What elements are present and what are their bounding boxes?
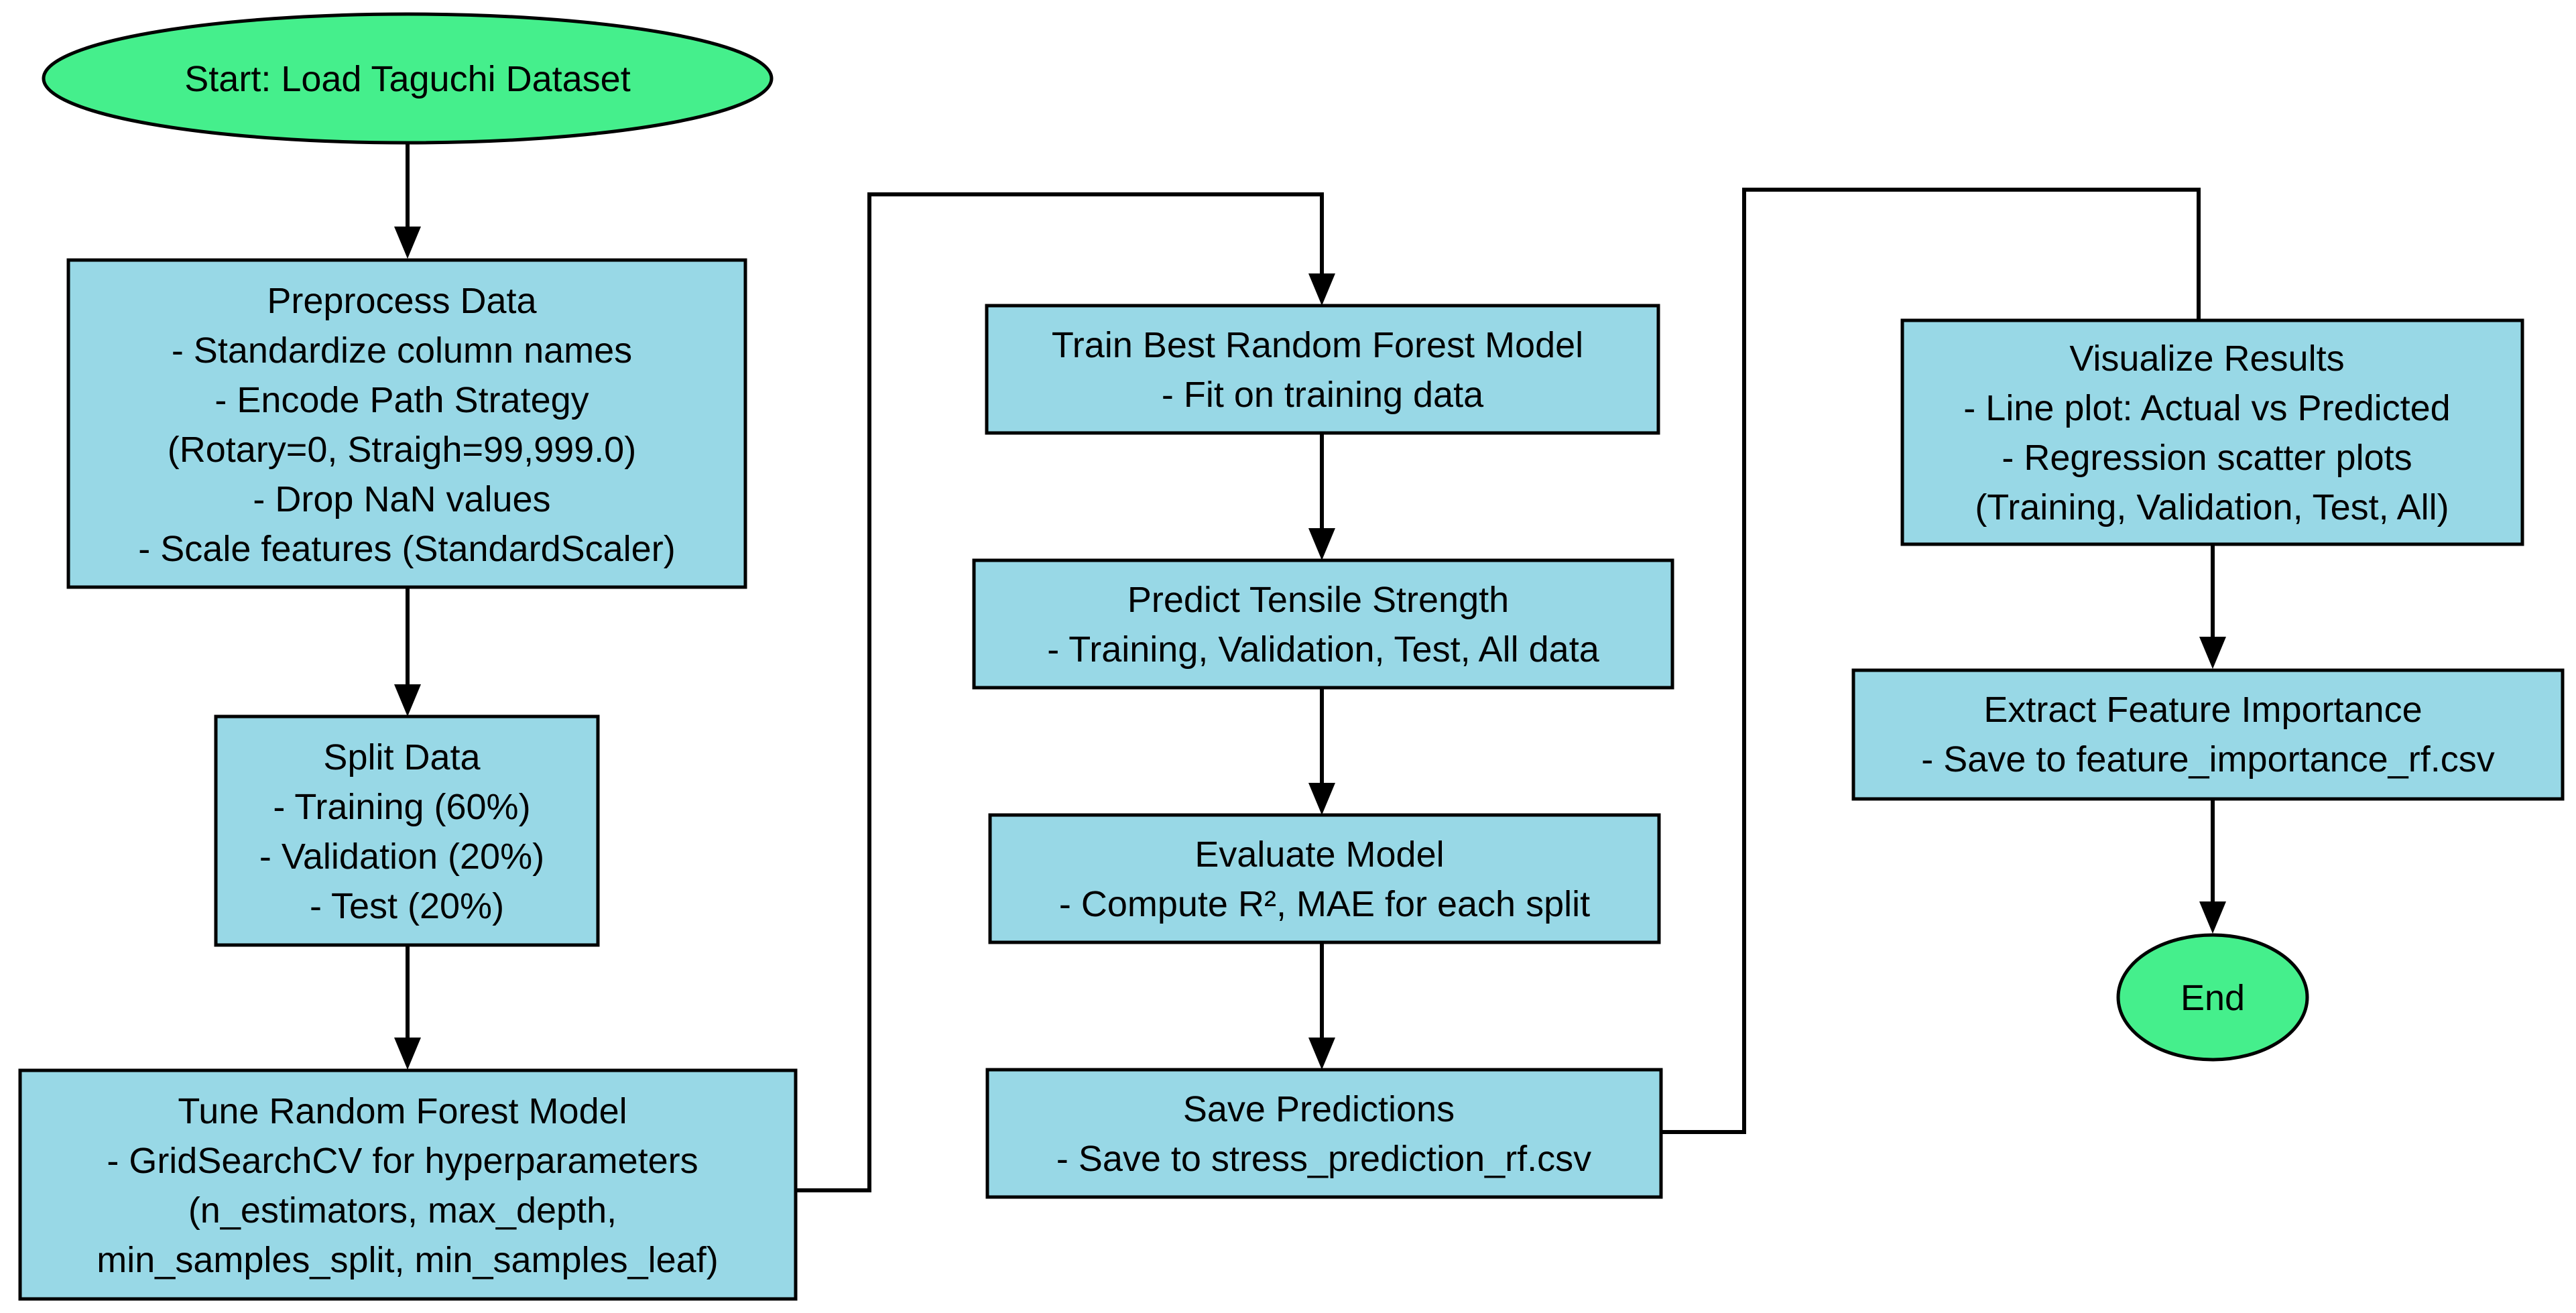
svg-text:Train Best Random Forest Model: Train Best Random Forest Model - Fit on …: [1052, 325, 1593, 415]
preprocess-line: - Encode Path Strategy: [214, 380, 589, 420]
arrowhead-save: [1308, 1038, 1335, 1070]
svg-text:Tune Random Forest Model: Tune Random Forest Model - GridSearchCV …: [97, 1091, 718, 1280]
visualize-line: - Regression scatter plots: [2002, 438, 2412, 478]
tune-line: - GridSearchCV for hyperparameters: [107, 1141, 698, 1181]
end-terminal-shape: [2116, 933, 2309, 1062]
node-split: Split Data - Training (60%) - Validation…: [214, 714, 600, 947]
svg-text:Predict Tensile Strength: Predict Tensile Strength - Training, Val…: [1047, 580, 1599, 670]
preprocess-title: Preprocess Data: [267, 281, 537, 321]
tune-title: Tune Random Forest Model: [178, 1091, 627, 1131]
train-line: - Fit on training data: [1162, 375, 1484, 415]
predict-line: - Training, Validation, Test, All data: [1047, 629, 1599, 670]
arrowhead-predict: [1308, 528, 1335, 560]
preprocess-line: - Scale features (StandardScaler): [138, 529, 675, 569]
train-title: Train Best Random Forest Model: [1052, 325, 1583, 365]
node-save: Save Predictions - Save to stress_predic…: [985, 1068, 1663, 1199]
svg-text:Extract Feature Importance: Extract Feature Importance - Save to fea…: [1921, 690, 2494, 779]
visualize-line: (Training, Validation, Test, All): [1975, 487, 2449, 527]
save-line: - Save to stress_prediction_rf.csv: [1056, 1139, 1591, 1179]
svg-text:End: End: [2181, 978, 2245, 1018]
arrowhead-tune: [394, 1038, 421, 1070]
tune-line: min_samples_split, min_samples_leaf): [97, 1240, 718, 1280]
node-extract: Extract Feature Importance - Save to fea…: [1851, 668, 2565, 801]
arrowhead-train: [1308, 273, 1335, 306]
svg-text:Preprocess Data - Standa: Preprocess Data - Standardize column nam…: [138, 281, 675, 569]
arrowhead-preprocess: [394, 227, 421, 259]
node-predict: Predict Tensile Strength - Training, Val…: [972, 558, 1674, 690]
svg-text:Evaluate Model - Compute: Evaluate Model - Compute R², MAE for eac…: [1059, 834, 1590, 924]
split-line: - Validation (20%): [259, 836, 544, 877]
start-terminal-shape: [42, 12, 774, 145]
arrowhead-split: [394, 684, 421, 716]
svg-text:Split Data - Training (6: Split Data - Training (60%) - Validation…: [259, 737, 554, 926]
save-title: Save Predictions: [1183, 1089, 1455, 1129]
arrowhead-end: [2199, 901, 2226, 934]
split-line: - Test (20%): [310, 886, 504, 926]
tune-box: [18, 1068, 798, 1301]
node-train: Train Best Random Forest Model - Fit on …: [985, 304, 1660, 435]
svg-text:Start: Load Taguchi Dataset: Start: Load Taguchi Dataset: [184, 59, 630, 99]
evaluate-box: [988, 813, 1661, 944]
end-line: End: [2181, 978, 2245, 1018]
node-visualize: Visualize Results - Line plot: Actual vs…: [1900, 318, 2524, 546]
extract-title: Extract Feature Importance: [1983, 690, 2422, 730]
tune-line: (n_estimators, max_depth,: [188, 1190, 617, 1231]
save-box: [985, 1068, 1663, 1199]
svg-text:Visualize Results - Line: Visualize Results - Line plot: Actual vs…: [1963, 338, 2460, 527]
evaluate-title: Evaluate Model: [1194, 834, 1444, 875]
arrowhead-evaluate: [1308, 783, 1335, 815]
edge-save-to-visualize: [1661, 188, 2201, 1134]
predict-title: Predict Tensile Strength: [1127, 580, 1509, 620]
node-start: Start: Load Taguchi Dataset: [42, 12, 774, 145]
split-box: [214, 714, 600, 947]
node-end: End: [2116, 933, 2309, 1062]
arrowhead-extract: [2199, 637, 2226, 669]
preprocess-line: - Drop NaN values: [253, 479, 550, 519]
split-title: Split Data: [323, 737, 481, 777]
node-tune: Tune Random Forest Model - GridSearchCV …: [18, 1068, 798, 1301]
start-line: Start: Load Taguchi Dataset: [184, 59, 630, 99]
node-evaluate: Evaluate Model - Compute R², MAE for eac…: [988, 813, 1661, 944]
predict-box: [972, 558, 1674, 690]
node-preprocess: Preprocess Data - Standardize column nam…: [66, 258, 747, 589]
split-line: - Training (60%): [273, 787, 530, 827]
extract-line: - Save to feature_importance_rf.csv: [1921, 739, 2494, 779]
preprocess-line: (Rotary=0, Straigh=99,999.0): [168, 430, 636, 470]
preprocess-line: - Standardize column names: [172, 330, 632, 371]
extract-box: [1851, 668, 2565, 801]
evaluate-line: - Compute R², MAE for each split: [1059, 884, 1590, 924]
edges: [394, 143, 2226, 1192]
train-box: [985, 304, 1660, 435]
visualize-box: [1900, 318, 2524, 546]
visualize-line: - Line plot: Actual vs Predicted: [1963, 388, 2450, 428]
preprocess-box: [66, 258, 747, 589]
visualize-title: Visualize Results: [2069, 338, 2344, 379]
edge-tune-to-train: [796, 192, 1324, 1192]
svg-text:Save Predictions - Save: Save Predictions - Save to stress_predic…: [1056, 1089, 1591, 1179]
